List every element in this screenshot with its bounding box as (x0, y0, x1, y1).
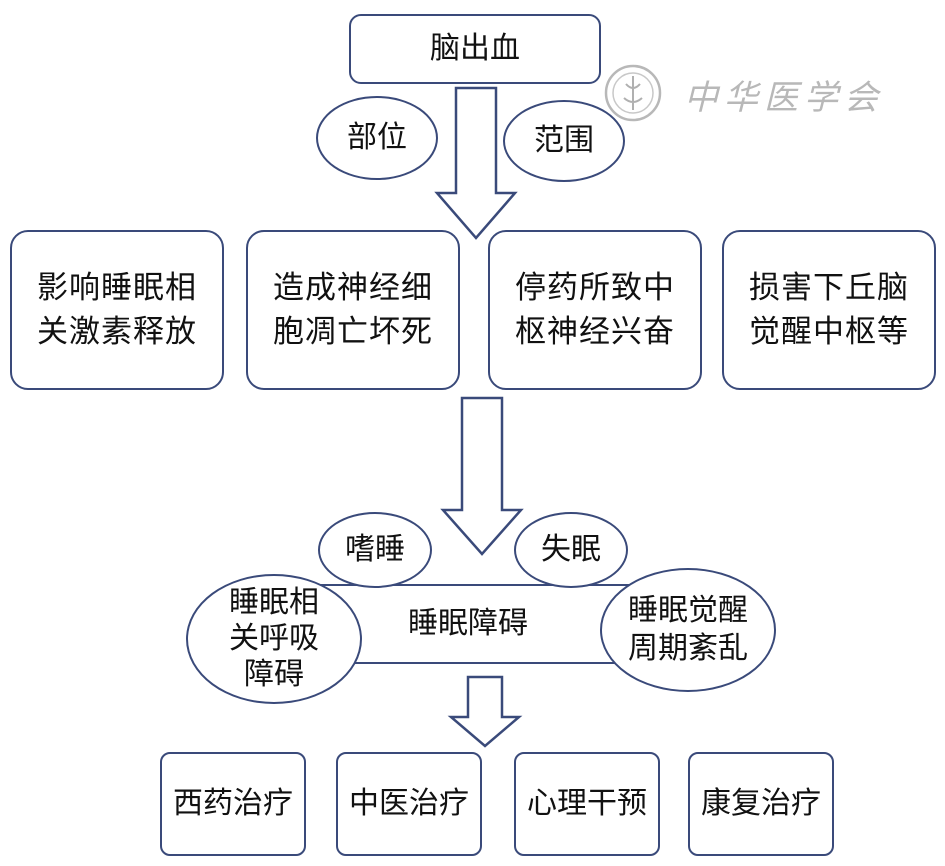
treatment-label: 西药治疗 (173, 786, 293, 821)
treatment-rehabilitation: 康复治疗 (688, 752, 834, 856)
society-seal-icon (604, 64, 662, 122)
location-ellipse: 部位 (316, 96, 438, 180)
arrow-down-1 (434, 86, 518, 240)
treatment-psychological: 心理干预 (514, 752, 660, 856)
insomnia-label: 失眠 (541, 532, 601, 567)
breathing-disorder-ellipse: 睡眠相 关呼吸 障碍 (186, 574, 362, 704)
top-node: 脑出血 (349, 14, 601, 84)
treatment-chinese-medicine: 中医治疗 (336, 752, 482, 856)
circadian-line-1: 睡眠觉醒 (628, 593, 748, 628)
arrow-down-3 (447, 675, 523, 748)
top-node-label: 脑出血 (430, 31, 520, 66)
mechanism-line-2: 关激素释放 (37, 314, 197, 350)
circadian-line-2: 周期紊乱 (628, 631, 748, 666)
mechanism-box-neuron: 造成神经细 胞凋亡坏死 (246, 230, 460, 390)
arrow-down-2 (440, 396, 524, 556)
breathing-line-2: 关呼吸 (229, 621, 319, 656)
mechanism-line-1: 造成神经细 (273, 270, 433, 306)
watermark-logo: 中华医学会 (602, 62, 892, 124)
somnolence-label: 嗜睡 (345, 532, 405, 567)
mechanism-box-withdrawal: 停药所致中 枢神经兴奋 (488, 230, 702, 390)
breathing-line-3: 障碍 (244, 657, 304, 692)
extent-label: 范围 (534, 123, 594, 158)
mechanism-box-hormone: 影响睡眠相 关激素释放 (10, 230, 224, 390)
insomnia-ellipse: 失眠 (514, 512, 628, 588)
mechanism-line-1: 影响睡眠相 (37, 270, 197, 306)
treatment-label: 中医治疗 (349, 786, 469, 821)
watermark-text: 中华医学会 (684, 78, 884, 118)
mechanism-box-hypothalamus: 损害下丘脑 觉醒中枢等 (722, 230, 936, 390)
mechanism-line-2: 枢神经兴奋 (515, 314, 675, 350)
mechanism-line-1: 损害下丘脑 (749, 270, 909, 306)
sleep-disorder-label: 睡眠障碍 (408, 606, 528, 641)
treatment-label: 心理干预 (527, 786, 647, 821)
extent-ellipse: 范围 (503, 100, 625, 182)
treatment-western-medicine: 西药治疗 (160, 752, 306, 856)
treatment-label: 康复治疗 (701, 786, 821, 821)
breathing-line-1: 睡眠相 (229, 585, 319, 620)
mechanism-line-1: 停药所致中 (515, 270, 675, 306)
mechanism-line-2: 觉醒中枢等 (749, 314, 909, 350)
circadian-disorder-ellipse: 睡眠觉醒 周期紊乱 (600, 568, 776, 692)
location-label: 部位 (347, 120, 407, 155)
somnolence-ellipse: 嗜睡 (318, 512, 432, 588)
mechanism-line-2: 胞凋亡坏死 (273, 314, 433, 350)
